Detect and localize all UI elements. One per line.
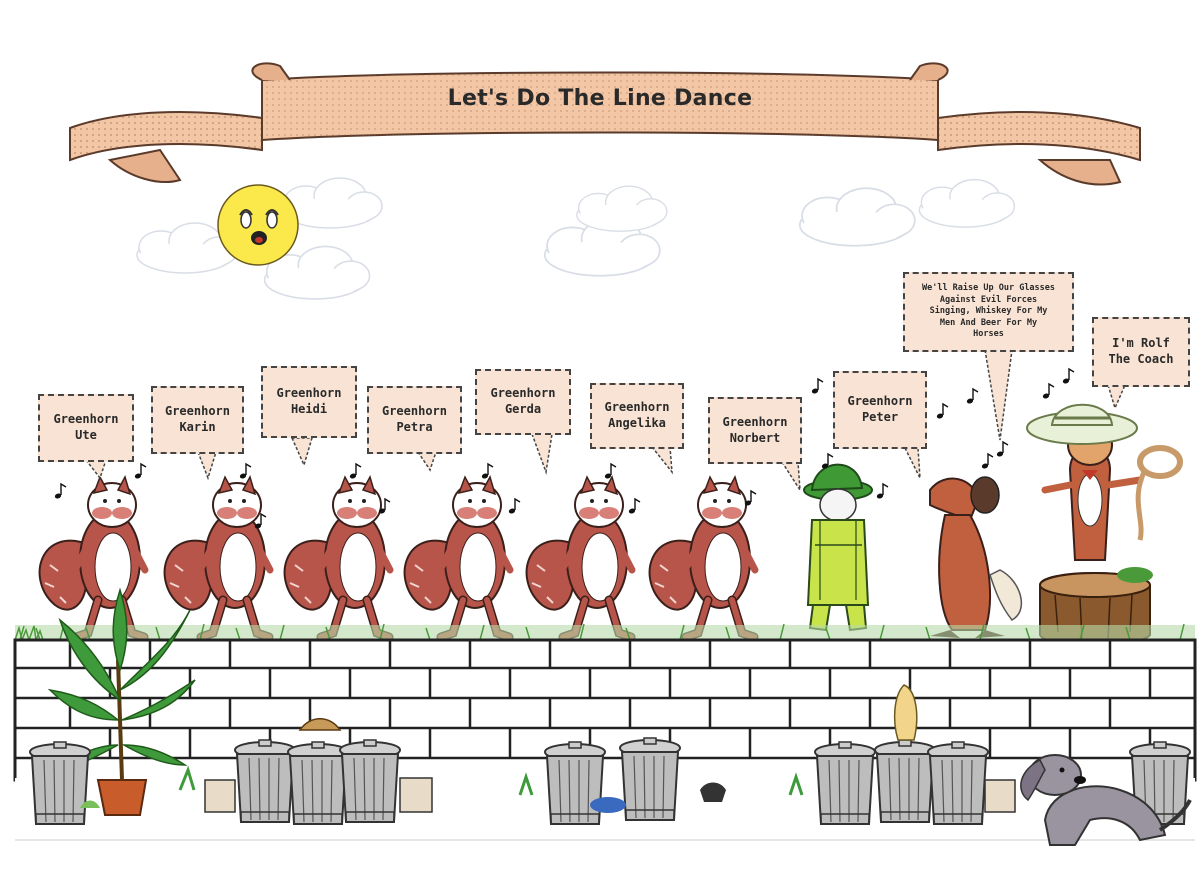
bubble-line: Gerda xyxy=(504,402,542,416)
speech-bubble-norbert: Greenhorn Norbert xyxy=(708,397,802,464)
bubble-line: Norbert xyxy=(729,430,781,445)
bubble-line: Karin xyxy=(179,420,216,434)
speech-bubble-peter: Greenhorn Peter xyxy=(833,371,927,449)
bubble-line: The Coach xyxy=(1108,352,1174,366)
bubble-line: Greenhorn xyxy=(490,386,556,401)
speech-bubble-heidi: Greenhorn Heidi xyxy=(261,366,357,438)
title-banner xyxy=(69,62,1141,186)
speech-bubble-ute: Greenhorn Ute xyxy=(38,394,134,462)
speech-bubble-petra: Greenhorn Petra xyxy=(367,386,462,454)
speech-bubble-song: We'll Raise Up Our Glasses Against Evil … xyxy=(903,272,1074,352)
speech-bubble-angelika: Greenhorn Angelika xyxy=(590,383,684,449)
bubble-line: Heidi xyxy=(290,402,328,416)
squirrel-icon xyxy=(40,477,755,637)
page-title: Let's Do The Line Dance xyxy=(447,86,753,111)
sun-face-icon xyxy=(217,184,299,266)
dog-icon xyxy=(1020,754,1192,846)
bubble-line: Men And Beer For My xyxy=(939,317,1038,328)
horse-icon xyxy=(929,476,1023,638)
bubble-line: Against Evil Forces xyxy=(939,294,1038,305)
speech-bubble-rolf: I'm Rolf The Coach xyxy=(1092,317,1190,387)
rolf-character xyxy=(1041,424,1144,561)
bubble-line: Greenhorn xyxy=(381,404,448,419)
grass-strip xyxy=(14,623,1195,643)
bubble-line: Angelika xyxy=(608,416,666,430)
bubble-line: Horses xyxy=(973,329,1004,340)
bubble-line: We'll Raise Up Our Glasses xyxy=(921,283,1056,294)
bubble-line: Singing, Whiskey For My xyxy=(929,306,1048,317)
bubble-line: Ute xyxy=(75,428,97,442)
bubble-line: Greenhorn xyxy=(722,414,788,429)
bubble-line: Peter xyxy=(861,410,899,424)
speech-bubble-gerda: Greenhorn Gerda xyxy=(475,369,571,435)
lasso-icon xyxy=(1135,445,1183,541)
speech-bubble-karin: Greenhorn Karin xyxy=(151,386,244,454)
bubble-line: Greenhorn xyxy=(604,400,670,415)
norbert-character xyxy=(803,463,873,632)
bubble-line: Petra xyxy=(396,420,433,434)
bubble-line: Greenhorn xyxy=(847,394,913,409)
bubble-line: I'm Rolf xyxy=(1112,336,1170,351)
cowboy-hat-icon xyxy=(1026,403,1138,445)
bubble-line: Greenhorn xyxy=(276,386,342,401)
bubble-line: Greenhorn xyxy=(53,412,119,427)
bubble-line: Greenhorn xyxy=(164,404,231,419)
brick-wall xyxy=(13,638,1197,782)
ground-props xyxy=(80,684,1016,813)
